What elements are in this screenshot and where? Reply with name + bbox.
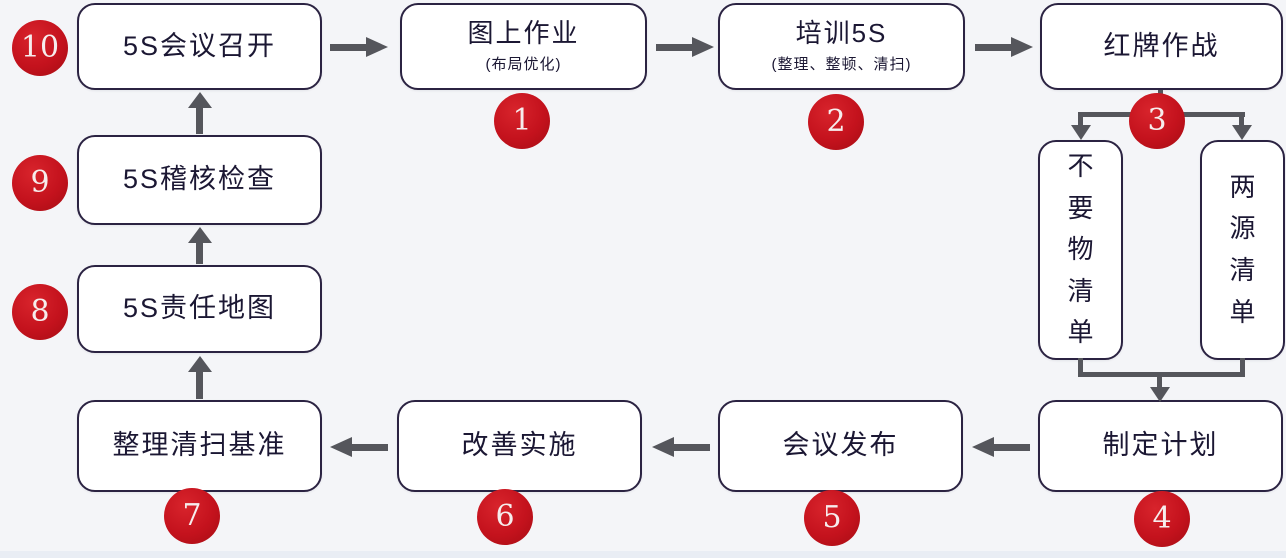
step-label: 改善实施	[461, 430, 578, 461]
arrow-branch-to-two-sources	[1232, 113, 1252, 140]
checklist-box-unneeded-items: 不要物清单	[1038, 140, 1123, 360]
step-label: 培训5S	[795, 18, 888, 49]
step-box-8: 5S责任地图	[77, 265, 322, 353]
step-badge-9: 9	[12, 155, 68, 211]
step-label: 整理清扫基准	[112, 430, 287, 461]
step-badge-7: 7	[164, 488, 220, 544]
step-box-6: 改善实施	[397, 400, 642, 492]
connector-merge-left-stem	[1078, 358, 1083, 377]
step-box-3: 红牌作战	[1040, 3, 1283, 90]
arrow-step7-to-step8	[188, 356, 212, 399]
step-badge-1: 1	[494, 93, 550, 149]
checklist-label: 两源清单	[1229, 171, 1256, 327]
step-badge-3: 3	[1129, 93, 1185, 149]
bottom-edge-strip	[0, 551, 1286, 558]
step-badge-2: 2	[808, 94, 864, 150]
arrow-step6-to-step7	[330, 437, 388, 457]
checklist-label: 不要物清单	[1067, 151, 1094, 348]
step-badge-6: 6	[477, 489, 533, 545]
step-box-1: 图上作业 (布局优化)	[400, 3, 647, 90]
arrow-branch-to-unneeded-items	[1071, 113, 1091, 140]
arrow-step10-to-step1	[330, 37, 388, 57]
step-sublabel: (整理、整顿、清扫)	[771, 55, 912, 73]
step-box-2: 培训5S (整理、整顿、清扫)	[718, 3, 965, 90]
connector-merge-right-stem	[1240, 358, 1245, 377]
step-box-9: 5S稽核检查	[77, 135, 322, 225]
step-sublabel: (布局优化)	[485, 55, 562, 73]
arrow-step9-to-step10	[188, 92, 212, 134]
step-badge-4: 4	[1134, 491, 1190, 547]
step-badge-5: 5	[804, 490, 860, 546]
step-label: 5S稽核检查	[122, 164, 277, 195]
step-box-5: 会议发布	[718, 400, 963, 492]
arrow-step2-to-step3	[975, 37, 1033, 57]
step-box-10: 5S会议召开	[77, 3, 322, 90]
checklist-box-two-sources: 两源清单	[1200, 140, 1285, 360]
arrow-step8-to-step9	[188, 227, 212, 264]
step-label: 制定计划	[1102, 430, 1219, 461]
arrow-step4-to-step5	[972, 437, 1030, 457]
step-label: 5S会议召开	[122, 30, 277, 61]
step-box-7: 整理清扫基准	[77, 400, 322, 492]
step-label: 5S责任地图	[122, 293, 277, 324]
step-label: 会议发布	[782, 430, 899, 461]
arrow-step1-to-step2	[656, 37, 714, 57]
step-box-4: 制定计划	[1038, 400, 1283, 492]
step-label: 红牌作战	[1103, 30, 1220, 61]
connector-merge-crossbar	[1078, 372, 1245, 377]
step-label: 图上作业	[467, 18, 580, 49]
arrow-merge-to-step4	[1150, 375, 1170, 402]
step-badge-8: 8	[12, 284, 68, 340]
arrow-step5-to-step6	[652, 437, 710, 457]
step-badge-10: 10	[12, 20, 68, 76]
